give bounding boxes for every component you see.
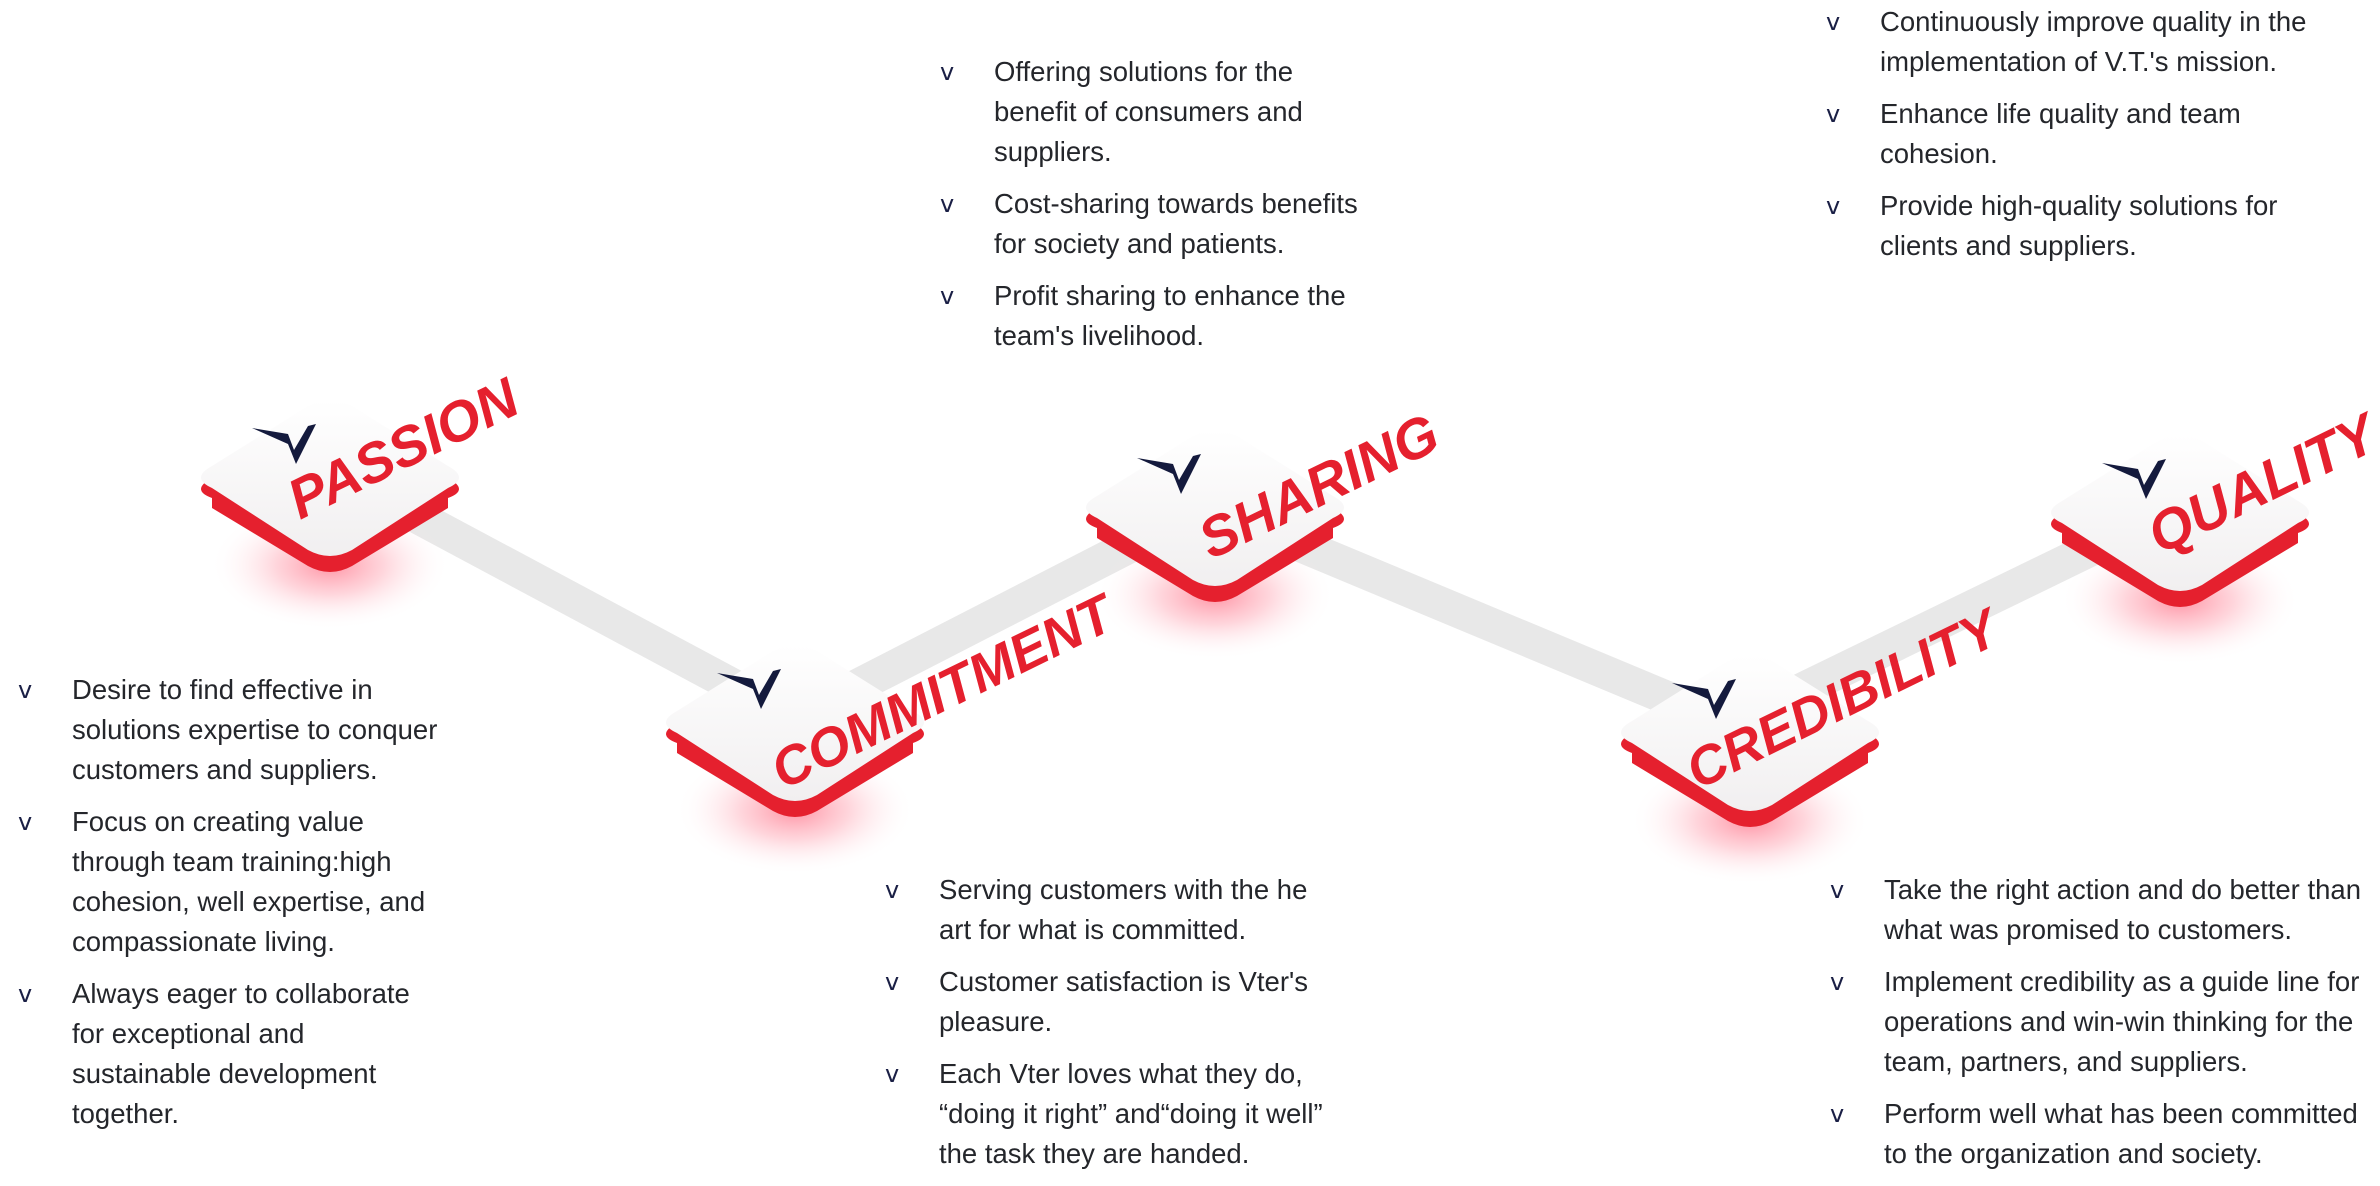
bullet-list-commitment: ᴠ Serving customers with the he art for w…	[885, 870, 1345, 1186]
list-item: ᴠ Enhance life quality and team cohesion.	[1826, 94, 2326, 174]
connector-sharing-credibility	[1223, 503, 1737, 737]
check-v-icon: ᴠ	[18, 676, 33, 704]
list-item: ᴠ Continuously improve quality in the imp…	[1826, 2, 2326, 82]
bullet-text: Serving customers with the he art for wh…	[939, 874, 1308, 945]
bullet-text: Provide high-quality solutions for clien…	[1880, 190, 2278, 261]
check-v-icon: ᴠ	[1830, 876, 1845, 904]
check-v-icon: ᴠ	[885, 876, 900, 904]
list-item: ᴠ Serving customers with the he art for w…	[885, 870, 1345, 950]
list-item: ᴠ Always eager to collaborate for excepti…	[18, 974, 448, 1134]
list-item: ᴠ Perform well what has been committed to…	[1830, 1094, 2375, 1174]
check-v-icon: ᴠ	[18, 808, 33, 836]
list-item: ᴠ Take the right action and do better tha…	[1830, 870, 2375, 950]
node-top	[1621, 655, 1879, 811]
bullet-text: Each Vter loves what they do, “doing it …	[939, 1058, 1323, 1169]
node-top	[2051, 435, 2309, 591]
check-v-icon: ᴠ	[1826, 192, 1841, 220]
list-item: ᴠ Customer satisfaction is Vter's pleasur…	[885, 962, 1345, 1042]
check-v-icon	[1137, 454, 1201, 494]
check-v-icon: ᴠ	[1830, 968, 1845, 996]
node-passion: PASSION	[201, 365, 529, 630]
list-item: ᴠ Profit sharing to enhance the team's li…	[940, 276, 1380, 356]
bullet-list-sharing: ᴠ Offering solutions for the benefit of c…	[940, 52, 1380, 368]
check-v-icon	[717, 669, 781, 709]
node-top	[666, 645, 924, 801]
bullet-text: Always eager to collaborate for exceptio…	[72, 978, 410, 1129]
list-item: ᴠ Offering solutions for the benefit of c…	[940, 52, 1380, 172]
check-v-icon	[252, 424, 316, 464]
bullet-text: Focus on creating value through team tra…	[72, 806, 426, 957]
bullet-text: Desire to find effective in solutions ex…	[72, 674, 438, 785]
check-v-icon: ᴠ	[1826, 8, 1841, 36]
list-item: ᴠ Focus on creating value through team tr…	[18, 802, 448, 962]
node-top	[1086, 430, 1344, 586]
bullet-list-quality: ᴠ Continuously improve quality in the imp…	[1826, 2, 2326, 278]
node-top	[201, 400, 459, 556]
check-v-icon: ᴠ	[940, 190, 955, 218]
check-v-icon: ᴠ	[1826, 100, 1841, 128]
list-item: ᴠ Implement credibility as a guide line f…	[1830, 962, 2375, 1082]
node-quality: QUALITY	[2051, 399, 2380, 665]
check-v-icon: ᴠ	[18, 980, 33, 1008]
bullet-text: Take the right action and do better than…	[1884, 874, 2361, 945]
check-v-icon: ᴠ	[885, 968, 900, 996]
bullet-text: Implement credibility as a guide line fo…	[1884, 966, 2360, 1077]
bullet-list-credibility: ᴠ Take the right action and do better tha…	[1830, 870, 2375, 1186]
check-v-icon: ᴠ	[940, 58, 955, 86]
check-v-icon: ᴠ	[885, 1060, 900, 1088]
bullet-text: Perform well what has been committed to …	[1884, 1098, 2358, 1169]
check-v-icon: ᴠ	[1830, 1100, 1845, 1128]
check-v-icon: ᴠ	[940, 282, 955, 310]
bullet-text: Continuously improve quality in the impl…	[1880, 6, 2307, 77]
list-item: ᴠ Provide high-quality solutions for clie…	[1826, 186, 2326, 266]
bullet-text: Enhance life quality and team cohesion.	[1880, 98, 2241, 169]
check-v-icon	[1672, 679, 1736, 719]
node-commitment: COMMITMENT	[666, 582, 1126, 875]
bullet-text: Offering solutions for the benefit of co…	[994, 56, 1303, 167]
list-item: ᴠ Each Vter loves what they do, “doing it…	[885, 1054, 1345, 1174]
bullet-text: Customer satisfaction is Vter's pleasure…	[939, 966, 1308, 1037]
bullet-text: Cost-sharing towards benefits for societ…	[994, 188, 1358, 259]
bullet-text: Profit sharing to enhance the team's liv…	[994, 280, 1346, 351]
check-v-icon	[2102, 459, 2166, 499]
node-credibility: CREDIBILITY	[1621, 596, 2012, 885]
list-item: ᴠ Desire to find effective in solutions e…	[18, 670, 448, 790]
list-item: ᴠ Cost-sharing towards benefits for socie…	[940, 184, 1380, 264]
node-sharing: SHARING	[1086, 401, 1448, 660]
bullet-list-passion: ᴠ Desire to find effective in solutions e…	[18, 670, 448, 1146]
